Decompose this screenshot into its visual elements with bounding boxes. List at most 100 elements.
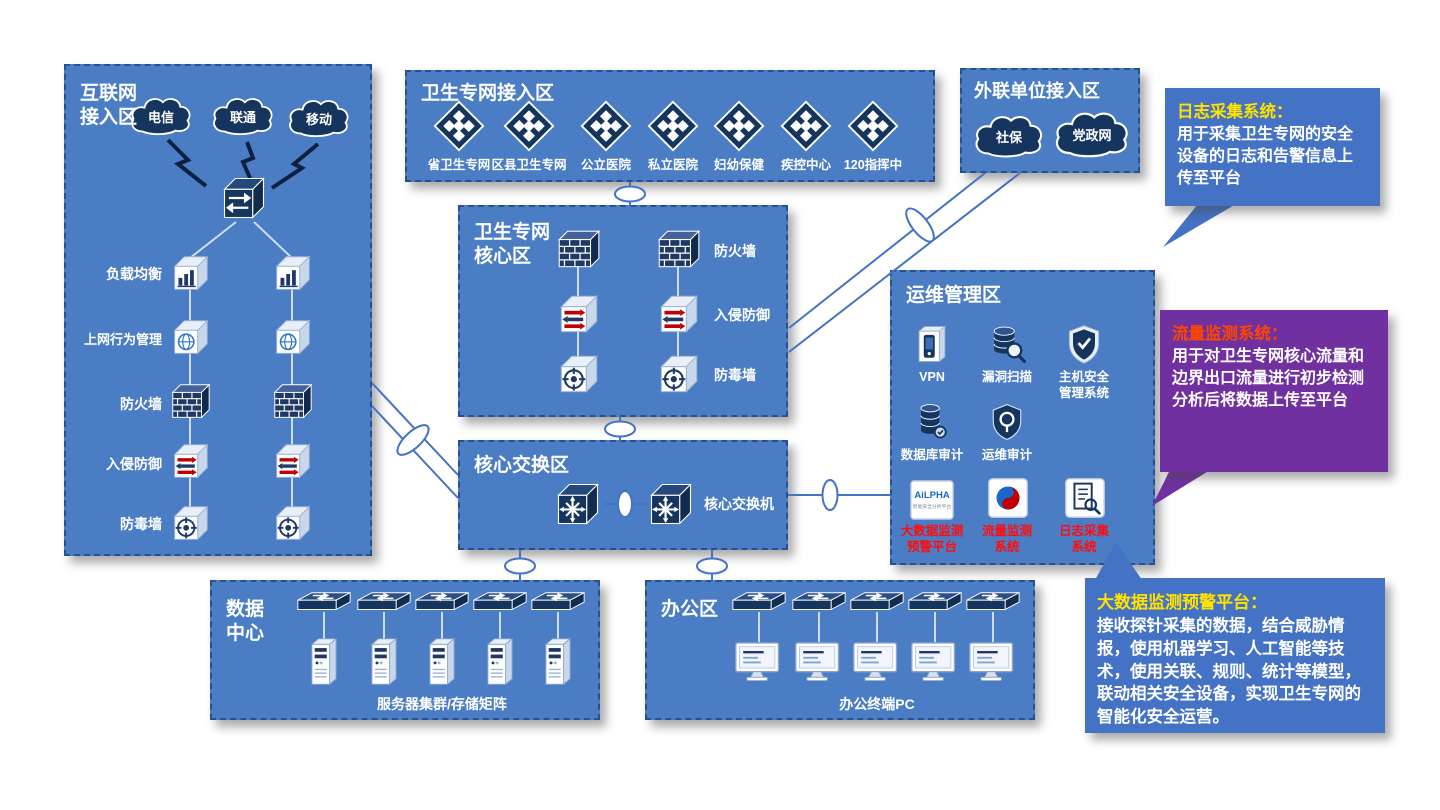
firewall-label: 防火墙 xyxy=(120,396,162,412)
node-label: 120指挥中 xyxy=(843,158,903,172)
edge-switch-icon xyxy=(223,177,265,219)
callout-traffic-tail xyxy=(1152,470,1210,506)
zone-health-network-access: 卫生专网接入区 省卫生专网 区县卫生专网 公立医院 私立医院 妇幼保健 疾控中心… xyxy=(405,70,935,182)
zone-ops-management: 运维管理区 VPN 漏洞扫描 主机安全 管理系统 数据库审计 运维审计 AiLP… xyxy=(890,270,1155,565)
node-label: 妇幼保健 xyxy=(713,158,764,172)
callout-traffic-system: 流量监测系统： 用于对卫生专网核心流量和边界出口流量进行初步检测分析后将数据上传… xyxy=(1160,310,1388,472)
host-security-icon xyxy=(1067,324,1101,365)
vpn-label: VPN xyxy=(919,370,945,384)
firewall-label: 防火墙 xyxy=(714,243,756,259)
antivirus-label: 防毒墙 xyxy=(120,516,162,532)
mobile-cloud: 移动 xyxy=(286,96,352,138)
antivirus-label: 防毒墙 xyxy=(714,367,756,383)
telecom-cloud: 电信 xyxy=(128,94,194,136)
access-switch-icon xyxy=(357,591,411,611)
server-icon xyxy=(371,638,397,685)
firewall-icon xyxy=(558,230,600,268)
access-switch-icon xyxy=(732,591,786,611)
node-label: 省卫生专网 xyxy=(427,158,491,172)
zone-title: 卫生专网 核心区 xyxy=(474,222,551,267)
cloud-label: 联通 xyxy=(229,110,256,125)
medical-network-node-icon xyxy=(580,100,632,152)
zone-title: 外联单位接入区 xyxy=(974,81,1100,101)
ailpha-sub-text: 智能安全分析平台 xyxy=(913,503,952,510)
social-security-cloud: 社保 xyxy=(972,112,1046,158)
zone-title: 办公区 xyxy=(661,599,719,620)
internet-zone-connectors xyxy=(166,138,320,528)
vuln-scan-icon xyxy=(992,325,1027,364)
ops-audit-label: 运维审计 xyxy=(981,448,1032,462)
ips-icon xyxy=(553,290,603,340)
antivirus-icon xyxy=(553,350,603,400)
pc-monitor-icon xyxy=(968,641,1014,682)
callout-traffic-title: 流量监测系统： xyxy=(1172,325,1288,343)
pc-monitor-icon xyxy=(910,641,956,682)
core-switch-label: 核心交换机 xyxy=(704,496,774,512)
office-caption: 办公终端PC xyxy=(839,696,915,712)
core-switch-icon xyxy=(557,483,599,525)
access-switch-icon xyxy=(297,591,351,611)
host-security-label: 主机安全 管理系统 xyxy=(1058,370,1109,400)
vuln-scan-label: 漏洞扫描 xyxy=(981,370,1032,384)
callout-log-body: 用于采集卫生专网的安全设备的日志和告警信息上传至平台 xyxy=(1177,126,1354,187)
firewall-icon xyxy=(274,384,312,418)
party-gov-cloud: 党政网 xyxy=(1052,108,1132,158)
zone-title: 互联网 接入区 xyxy=(80,83,138,128)
load-balancer-icon xyxy=(167,251,213,297)
pc-monitor-icon xyxy=(794,641,840,682)
callout-bigdata-body: 接收探针采集的数据，结合威胁情报，使用机器学习、人工智能等技术，使用关联、规则、… xyxy=(1097,617,1361,727)
medical-network-node-icon xyxy=(713,100,765,152)
core-switch-icon xyxy=(650,483,692,525)
db-audit-icon xyxy=(920,403,947,439)
firewall-icon xyxy=(658,230,700,268)
access-switch-icon xyxy=(415,591,469,611)
node-label: 私立医院 xyxy=(647,158,698,172)
behavior-mgmt-label: 上网行为管理 xyxy=(83,332,162,347)
medical-network-node-icon xyxy=(433,100,485,152)
ops-audit-icon xyxy=(992,403,1022,441)
access-switch-icon xyxy=(792,591,846,611)
firewall-icon xyxy=(172,384,210,418)
zone-datacenter: 数据 中心 服务器集群/存储矩阵 xyxy=(210,580,600,720)
ailpha-brand-text: AiLPHA xyxy=(914,490,950,501)
datacenter-caption: 服务器集群/存储矩阵 xyxy=(377,696,507,712)
node-label: 公立医院 xyxy=(580,158,631,172)
access-switch-icon xyxy=(908,591,962,611)
traffic-monitor-label: 流量监测 系统 xyxy=(981,524,1032,554)
cloud-label: 社保 xyxy=(995,130,1022,145)
zone-title: 数据 中心 xyxy=(226,599,265,644)
zone-internet-access: 互联网 接入区 电信 联通 移动 负载均衡 上网行为管理 防火墙 入侵防御 防毒… xyxy=(64,64,372,556)
node-label: 疾控中心 xyxy=(780,158,831,172)
zone-title: 运维管理区 xyxy=(906,285,1002,306)
node-label: 区县卫生专网 xyxy=(491,158,567,172)
medical-network-node-icon xyxy=(780,100,832,152)
antivirus-icon xyxy=(167,501,213,547)
ips-icon xyxy=(653,290,703,340)
ips-icon xyxy=(167,439,213,485)
zone-office: 办公区 办公终端PC xyxy=(645,580,1035,720)
cloud-label: 移动 xyxy=(305,112,332,127)
pc-monitor-icon xyxy=(852,641,898,682)
pc-monitor-icon xyxy=(734,641,780,682)
behavior-mgmt-icon xyxy=(167,315,213,361)
ips-icon xyxy=(269,439,315,485)
zone-title: 卫生专网接入区 xyxy=(421,83,555,104)
zone-external-access: 外联单位接入区 社保 党政网 xyxy=(960,68,1140,173)
ips-label: 入侵防御 xyxy=(714,307,770,323)
callout-traffic-body: 用于对卫生专网核心流量和边界出口流量进行初步检测分析后将数据上传至平台 xyxy=(1172,348,1365,409)
unicom-cloud: 联通 xyxy=(210,94,276,136)
antivirus-icon xyxy=(653,350,703,400)
medical-network-node-icon xyxy=(647,100,699,152)
cloud-label: 党政网 xyxy=(1072,128,1112,143)
behavior-mgmt-icon xyxy=(269,315,315,361)
log-collection-icon xyxy=(1064,477,1106,519)
callout-log-tail xyxy=(1163,204,1236,247)
load-balancer-label: 负载均衡 xyxy=(106,266,162,282)
zone-core-switch: 核心交换区 核心交换机 xyxy=(458,440,788,550)
callout-log-system: 日志采集系统： 用于采集卫生专网的安全设备的日志和告警信息上传至平台 xyxy=(1165,88,1380,206)
callout-log-title: 日志采集系统： xyxy=(1177,103,1293,121)
zone-title: 核心交换区 xyxy=(474,455,570,476)
log-collection-label: 日志采集 系统 xyxy=(1058,524,1109,554)
server-icon xyxy=(545,638,571,685)
cloud-label: 电信 xyxy=(147,110,174,125)
